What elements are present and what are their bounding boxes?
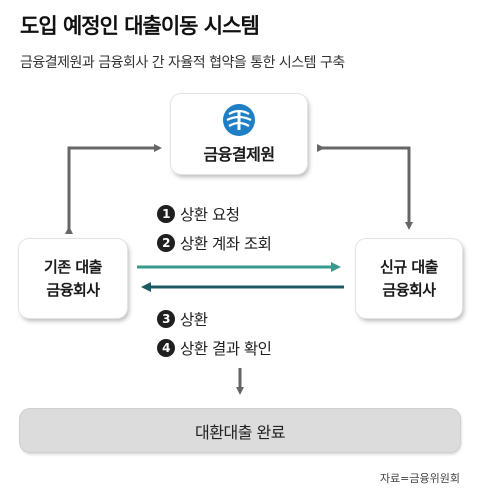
diagram-title: 도입 예정인 대출이동 시스템 [20, 14, 260, 38]
result-bar: 대환대출 완료 [20, 409, 460, 452]
step-item: 1 상환 요청 [157, 199, 271, 228]
right-connector-arrow [317, 144, 413, 230]
step-item: 3 상환 [157, 304, 271, 333]
existing-lender-line2: 금융회사 [46, 280, 100, 299]
step-label: 상환 [180, 310, 208, 329]
step-label: 상환 계좌 조회 [180, 234, 272, 253]
left-connector-arrow [65, 144, 162, 234]
existing-lender-node: 기존 대출 금융회사 [19, 239, 127, 318]
new-lender-line1: 신규 대출 [380, 257, 438, 276]
fss-node: 금융결제원 [171, 94, 307, 174]
fss-label: 금융결제원 [203, 145, 275, 164]
new-lender-node: 신규 대출 금융회사 [356, 239, 462, 318]
step-label: 상환 결과 확인 [180, 339, 272, 358]
source-credit: 자료=금융위원회 [379, 472, 460, 485]
new-lender-line2: 금융회사 [382, 280, 436, 299]
existing-lender-line1: 기존 대출 [44, 257, 102, 276]
step-number-badge: 3 [157, 309, 175, 328]
step-number-badge: 4 [157, 338, 175, 357]
step-number-badge: 2 [157, 233, 175, 252]
step-label: 상환 요청 [180, 205, 240, 224]
financial-telecommunications-logo-icon [223, 104, 255, 136]
step-item: 2 상환 계좌 조회 [157, 228, 272, 257]
step-number-badge: 1 [157, 204, 175, 223]
backward-steps: 3 상환 4 상환 결과 확인 [157, 304, 272, 362]
forward-steps: 1 상환 요청 2 상환 계좌 조회 [157, 199, 272, 257]
diagram-subtitle: 금융결제원과 금융회사 간 자율적 협약을 통한 시스템 구축 [20, 55, 345, 71]
step-item: 4 상환 결과 확인 [157, 333, 272, 362]
